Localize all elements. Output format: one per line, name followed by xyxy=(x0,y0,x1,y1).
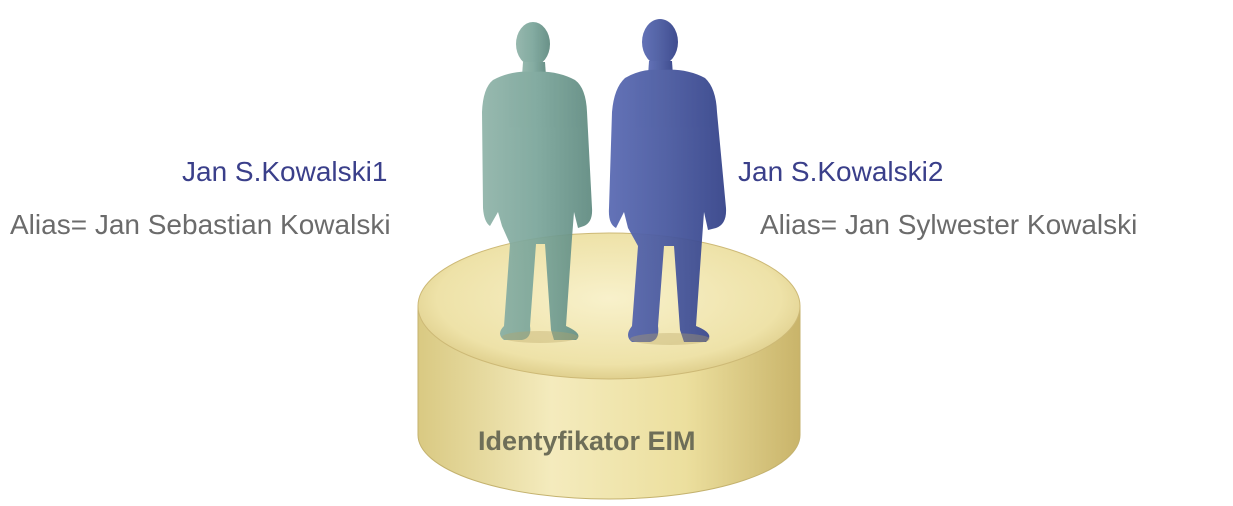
identity-1-alias: Alias= Jan Sebastian Kowalski xyxy=(10,209,391,240)
person-silhouette-2-icon xyxy=(608,19,727,343)
identity-2-name: Jan S.Kowalski2 xyxy=(738,156,944,187)
database-label: Identyfikator EIM xyxy=(478,426,696,456)
person-silhouette-1-icon xyxy=(482,22,593,341)
identity-2-alias: Alias= Jan Sylwester Kowalski xyxy=(760,209,1138,240)
database-cylinder-icon xyxy=(417,232,801,500)
identity-1-name: Jan S.Kowalski1 xyxy=(182,156,388,187)
